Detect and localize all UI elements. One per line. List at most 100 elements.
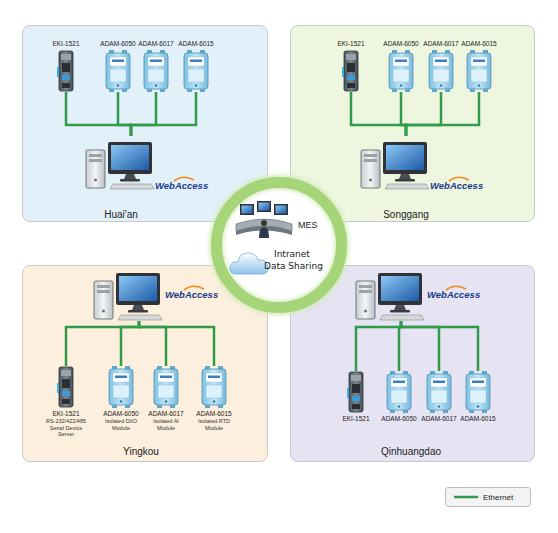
device-description: Isolated RTD Module bbox=[192, 418, 236, 431]
legend-box: Ethernet bbox=[445, 487, 531, 507]
ethernet-link bbox=[351, 92, 406, 136]
ethernet-link bbox=[401, 321, 478, 371]
device-description: RS-232/422/485 Serial Device Server bbox=[44, 418, 88, 438]
io-module-icon-shape bbox=[154, 366, 178, 408]
ethernet-link bbox=[356, 321, 401, 371]
io-module-icon bbox=[465, 371, 491, 413]
device-node: EKI-1521 bbox=[337, 371, 375, 423]
ethernet-link bbox=[399, 321, 401, 371]
device-label: EKI-1521 bbox=[52, 410, 79, 418]
workstation-icon bbox=[85, 140, 155, 190]
device-label: EKI-1521 bbox=[337, 40, 364, 48]
io-module-icon bbox=[428, 50, 454, 92]
device-description: Isolated DI/O Module bbox=[99, 418, 143, 431]
serial-server-icon-shape bbox=[347, 372, 363, 412]
device-label: ADAM-6017 bbox=[138, 40, 173, 48]
legend-line-sample bbox=[454, 494, 478, 500]
device-node: ADAM-6017 bbox=[422, 40, 460, 92]
ethernet-link bbox=[139, 321, 166, 366]
network-label: Intranet Data Sharing bbox=[264, 248, 326, 272]
device-label: EKI-1521 bbox=[342, 415, 369, 423]
io-module-icon bbox=[183, 50, 209, 92]
legend-row: Ethernet bbox=[454, 493, 513, 502]
io-module-icon bbox=[143, 50, 169, 92]
io-module-icon-shape bbox=[106, 50, 130, 92]
ethernet-link bbox=[401, 92, 406, 136]
ethernet-link bbox=[131, 92, 156, 136]
io-module-icon bbox=[466, 50, 492, 92]
device-label: ADAM-6015 bbox=[461, 40, 496, 48]
serial-server-icon bbox=[57, 366, 75, 408]
workstation-icon-shape bbox=[361, 142, 429, 189]
site-panel: Huai'an EKI-1521 ADAM-6050ADAM-6017 ADAM-60… bbox=[22, 25, 268, 222]
workstation-node: WebAccess bbox=[85, 136, 210, 194]
device-node: ADAM-6050 bbox=[380, 371, 418, 423]
device-node: EKI-1521RS-232/422/485 Serial Device Ser… bbox=[44, 366, 88, 438]
site-name: Yingkou bbox=[81, 446, 201, 458]
device-label: ADAM-6017 bbox=[423, 40, 458, 48]
io-module-icon-shape bbox=[109, 366, 133, 408]
device-label: ADAM-6017 bbox=[148, 410, 183, 418]
io-module-icon bbox=[105, 50, 131, 92]
io-module-icon bbox=[388, 50, 414, 92]
device-label: ADAM-6015 bbox=[178, 40, 213, 48]
io-module-icon-shape bbox=[387, 371, 411, 413]
workstation-icon bbox=[355, 271, 425, 321]
device-label: ADAM-6015 bbox=[196, 410, 231, 418]
control-room-icon-shape bbox=[236, 201, 292, 238]
device-node: ADAM-6015Isolated RTD Module bbox=[192, 366, 236, 431]
ethernet-link bbox=[139, 321, 214, 366]
io-module-icon-shape bbox=[467, 50, 491, 92]
cloud-icon bbox=[228, 248, 270, 277]
device-label: ADAM-6050 bbox=[100, 40, 135, 48]
serial-server-icon bbox=[347, 371, 365, 413]
device-node: ADAM-6015 bbox=[177, 40, 215, 92]
legend-label: Ethernet bbox=[483, 493, 513, 502]
serial-server-icon-shape bbox=[57, 367, 73, 407]
device-description: Isolated AI Module bbox=[144, 418, 188, 431]
software-logo: WebAccess bbox=[430, 180, 483, 191]
legend-line bbox=[454, 496, 478, 499]
mes-label: MES bbox=[298, 220, 338, 231]
ethernet-link bbox=[406, 92, 441, 136]
device-node: ADAM-6015 bbox=[459, 371, 497, 423]
io-module-icon bbox=[426, 371, 452, 413]
workstation-icon bbox=[360, 140, 430, 190]
io-module-icon-shape bbox=[184, 50, 208, 92]
io-module-icon-shape bbox=[144, 50, 168, 92]
device-node: ADAM-6015 bbox=[460, 40, 498, 92]
mes-hub: MES Intranet Data Sharing bbox=[211, 177, 347, 313]
control-room-icon bbox=[234, 200, 294, 240]
ethernet-link bbox=[401, 321, 439, 371]
ethernet-link bbox=[118, 92, 131, 136]
software-logo: WebAccess bbox=[165, 289, 218, 300]
serial-server-icon-shape bbox=[342, 51, 358, 91]
device-node: ADAM-6050Isolated DI/O Module bbox=[99, 366, 143, 431]
site-name: Huai'an bbox=[61, 209, 181, 221]
serial-server-icon bbox=[342, 50, 360, 92]
io-module-icon-shape bbox=[389, 50, 413, 92]
device-node: ADAM-6017Isolated AI Module bbox=[144, 366, 188, 431]
ethernet-link bbox=[66, 321, 139, 366]
io-module-icon-shape bbox=[429, 50, 453, 92]
device-label: EKI-1521 bbox=[52, 40, 79, 48]
ethernet-link bbox=[406, 92, 479, 136]
ethernet-link bbox=[121, 321, 139, 366]
workstation-icon-shape bbox=[356, 273, 424, 320]
cloud-icon-shape bbox=[230, 253, 268, 274]
serial-server-icon bbox=[57, 50, 75, 92]
io-module-icon bbox=[201, 366, 227, 408]
site-name: Qinhuangdao bbox=[351, 446, 471, 458]
software-logo: WebAccess bbox=[155, 180, 208, 191]
ethernet-link bbox=[66, 92, 131, 136]
device-node: ADAM-6017 bbox=[137, 40, 175, 92]
device-node: EKI-1521 bbox=[332, 40, 370, 92]
io-module-icon bbox=[108, 366, 134, 408]
software-logo: WebAccess bbox=[427, 289, 480, 300]
device-node: ADAM-6017 bbox=[420, 371, 458, 423]
device-label: ADAM-6050 bbox=[383, 40, 418, 48]
device-label: ADAM-6017 bbox=[421, 415, 456, 423]
workstation-icon-shape bbox=[86, 142, 154, 189]
io-module-icon-shape bbox=[466, 371, 490, 413]
site-name: Songgang bbox=[346, 209, 466, 221]
